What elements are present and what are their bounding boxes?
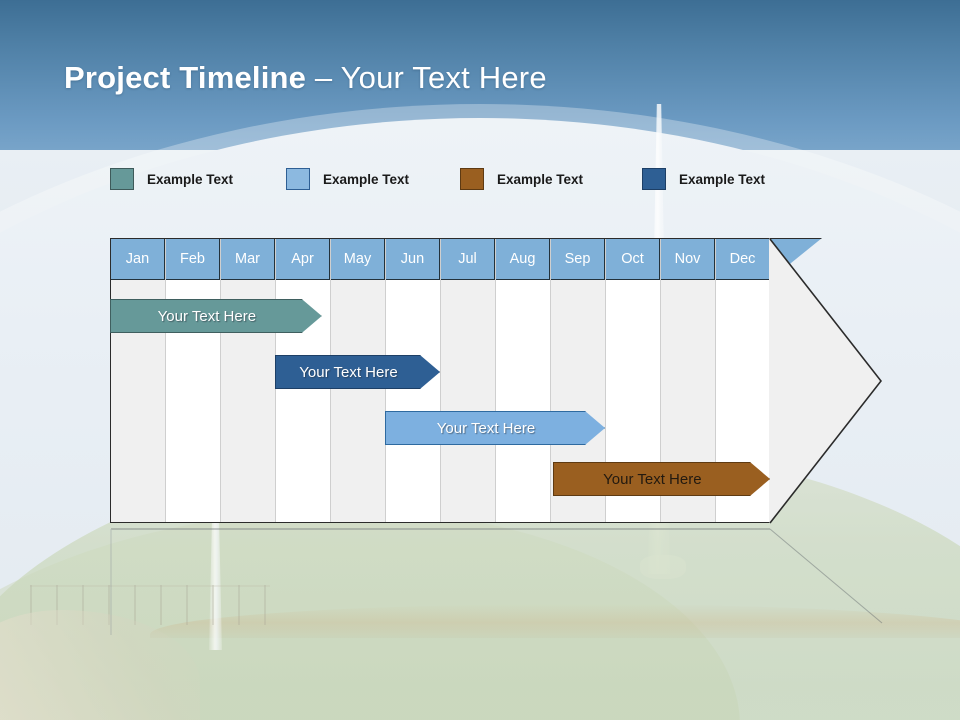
page-title-strong: Project Timeline: [64, 60, 307, 95]
month-header-jul[interactable]: Jul: [441, 239, 495, 280]
page-title: Project Timeline – Your Text Here: [64, 60, 547, 96]
month-header-nov[interactable]: Nov: [661, 239, 715, 280]
legend: Example Text Example Text Example Text Exam…: [110, 166, 850, 192]
timeline-bar-4[interactable]: Your Text Here: [553, 462, 770, 496]
legend-item-label: Example Text: [497, 171, 584, 187]
timeline-bar-label: Your Text Here: [157, 307, 257, 325]
legend-swatch-icon: [110, 168, 134, 190]
timeline-arrow-outline: [769, 238, 882, 524]
timeline-column-jul: Jul: [441, 239, 496, 522]
chart-reflection: [110, 528, 883, 635]
timeline-column-nov: Nov: [661, 239, 716, 522]
legend-item-4[interactable]: Example Text: [642, 166, 765, 192]
legend-item-1[interactable]: Example Text: [110, 166, 233, 192]
legend-item-label: Example Text: [679, 171, 766, 187]
month-header-sep[interactable]: Sep: [551, 239, 605, 280]
legend-item-3[interactable]: Example Text: [460, 166, 583, 192]
month-header-apr[interactable]: Apr: [276, 239, 330, 280]
timeline-column-aug: Aug: [496, 239, 551, 522]
timeline-bar-shape: [385, 411, 605, 445]
month-header-may[interactable]: May: [331, 239, 385, 280]
timeline-column-feb: Feb: [166, 239, 221, 522]
timeline-bar-shape: [553, 462, 770, 496]
page-title-light: – Your Text Here: [306, 60, 547, 95]
timeline-bar-label: Your Text Here: [603, 470, 702, 488]
timeline-bar-shape: [275, 355, 440, 389]
timeline-column-jan: Jan: [111, 239, 166, 522]
timeline-column-mar: Mar: [221, 239, 276, 522]
month-header-mar[interactable]: Mar: [221, 239, 275, 280]
legend-swatch-icon: [642, 168, 666, 190]
legend-item-label: Example Text: [147, 171, 234, 187]
month-header-feb[interactable]: Feb: [166, 239, 220, 280]
legend-item-label: Example Text: [323, 171, 410, 187]
timeline-bar-label: Your Text Here: [436, 419, 536, 437]
legend-swatch-icon: [286, 168, 310, 190]
timeline-bar-label: Your Text Here: [299, 363, 398, 381]
timeline-bar-1[interactable]: Your Text Here: [110, 299, 322, 333]
month-header-oct[interactable]: Oct: [606, 239, 660, 280]
legend-item-2[interactable]: Example Text: [286, 166, 409, 192]
month-header-jun[interactable]: Jun: [386, 239, 440, 280]
legend-swatch-icon: [460, 168, 484, 190]
month-header-jan[interactable]: Jan: [111, 239, 165, 280]
timeline-bar-3[interactable]: Your Text Here: [385, 411, 605, 445]
month-header-aug[interactable]: Aug: [496, 239, 550, 280]
month-header-dec[interactable]: Dec: [716, 239, 769, 280]
timeline-bar-2[interactable]: Your Text Here: [275, 355, 440, 389]
timeline-bar-shape: [110, 299, 322, 333]
